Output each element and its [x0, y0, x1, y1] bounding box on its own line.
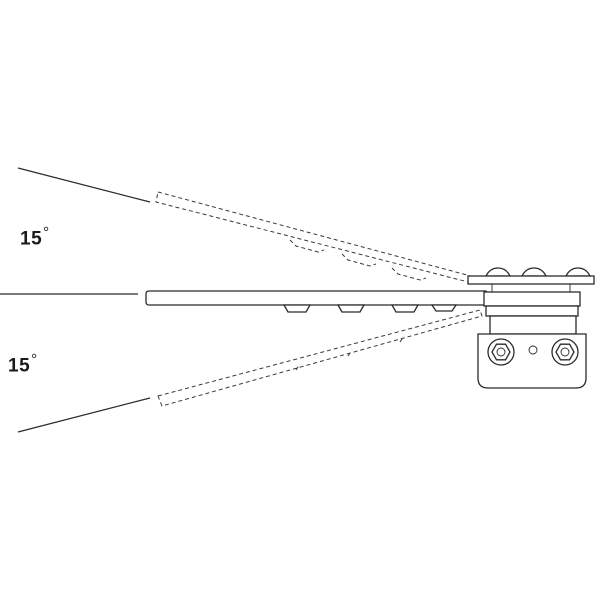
horizontal-hinge-arm	[145, 290, 487, 313]
upper-angle-value: 15	[20, 228, 43, 250]
center-hole	[528, 345, 538, 355]
right-bolt-icon	[551, 338, 579, 366]
lower-angle-label: 15°	[8, 351, 38, 377]
upper-angle-unit: °	[43, 224, 50, 241]
top-hinge-plate	[467, 267, 595, 292]
lower-angle-value: 15	[8, 355, 31, 377]
lower-tilted-arm-outline	[157, 309, 483, 407]
mounting-block	[477, 291, 587, 389]
upper-tilted-arm-outline	[155, 191, 479, 285]
lower-angle-unit: °	[31, 351, 38, 368]
top-plate-bar	[467, 275, 595, 285]
upper-angle-label: 15°	[20, 224, 50, 250]
lower-angle-reference-line	[17, 397, 151, 433]
upper-angle-reference-line	[17, 167, 151, 203]
left-bolt-icon	[487, 338, 515, 366]
